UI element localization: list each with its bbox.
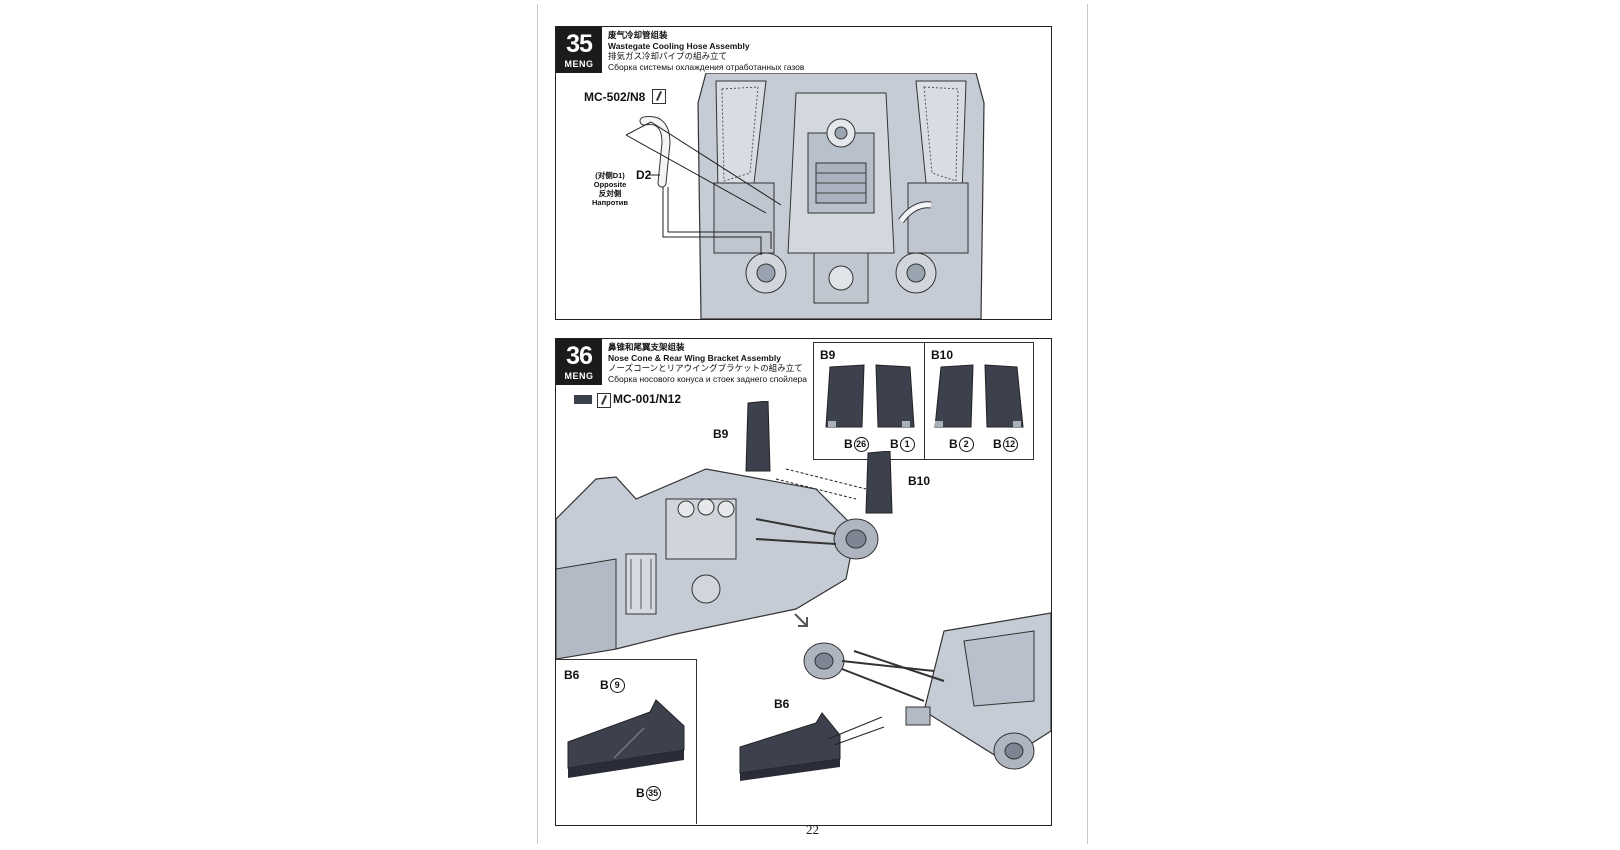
step-35-titles: 废气冷却管组装 Wastegate Cooling Hose Assembly …: [608, 30, 804, 72]
opposite-en: Opposite: [593, 180, 627, 189]
paint-code-label: MC-502/N8: [584, 90, 646, 104]
arrow-down-right-icon: [794, 613, 808, 627]
paint-swatch: [574, 395, 592, 404]
step-36-panel: 36 MENG 鼻锥和尾翼支架组装 Nose Cone & Rear Wing …: [555, 338, 1052, 826]
hose-part-d2: [639, 115, 671, 188]
fin-b10-illustration: [934, 364, 1024, 428]
label-b10: B10: [908, 474, 931, 488]
title-ja: 排気ガス冷却パイプの組み立て: [608, 51, 728, 61]
step-35-badge: 35 MENG: [556, 27, 602, 73]
inset-title: B9: [820, 348, 836, 362]
leader-lines: [625, 121, 782, 255]
instruction-sheet: 35 MENG 废气冷却管组装 Wastegate Cooling Hose A…: [537, 4, 1088, 844]
label-b9: B9: [713, 427, 729, 441]
fin-b9-illustration: [825, 364, 915, 428]
chassis-illustration: [556, 468, 879, 659]
rear-assembly-illustration: [803, 612, 1051, 770]
title-zh: 废气冷却管组装: [608, 30, 668, 40]
part-label-d2: D2: [636, 168, 652, 182]
brand-logo: MENG: [564, 371, 594, 381]
brand-logo: MENG: [564, 59, 594, 69]
page-number: 22: [806, 822, 819, 837]
paint-code-label: MC-001/N12: [613, 392, 682, 406]
fin-b10-part: [865, 451, 893, 514]
opposite-ja: 反対側: [598, 189, 622, 198]
leader-lines-b6: [827, 716, 885, 746]
step-35-panel: 35 MENG 废气冷却管组装 Wastegate Cooling Hose A…: [555, 26, 1052, 320]
title-ru: Сборка системы охлаждения отработанных г…: [608, 61, 805, 72]
inset-title: B6: [564, 668, 580, 682]
opposite-ru: Напротив: [592, 198, 628, 207]
title-ja: ノーズコーンとリアウイングブラケットの組み立て: [608, 363, 803, 373]
title-zh: 鼻锥和尾翼支架组装: [608, 342, 685, 352]
wedge-b6-illustration: [567, 699, 685, 778]
opposite-note: (对侧D1) Opposite 反対側 Напротив: [592, 171, 628, 207]
opposite-zh: (对侧D1): [595, 171, 625, 180]
brush-icon: [652, 89, 666, 104]
title-en: Wastegate Cooling Hose Assembly: [608, 40, 750, 51]
step-36-badge: 36 MENG: [556, 339, 602, 385]
title-ru: Сборка носового конуса и стоек заднего с…: [608, 373, 807, 384]
wedge-b6-part: [739, 712, 841, 781]
title-en: Nose Cone & Rear Wing Bracket Assembly: [608, 352, 781, 363]
inset-title: B10: [931, 348, 954, 362]
brush-icon: [597, 393, 611, 408]
label-b6: B6: [774, 697, 790, 711]
step-number: 35: [566, 30, 593, 58]
step-36-titles: 鼻锥和尾翼支架组装 Nose Cone & Rear Wing Bracket …: [608, 342, 807, 384]
fin-b9-part: [745, 401, 771, 472]
step-number: 36: [566, 342, 593, 370]
